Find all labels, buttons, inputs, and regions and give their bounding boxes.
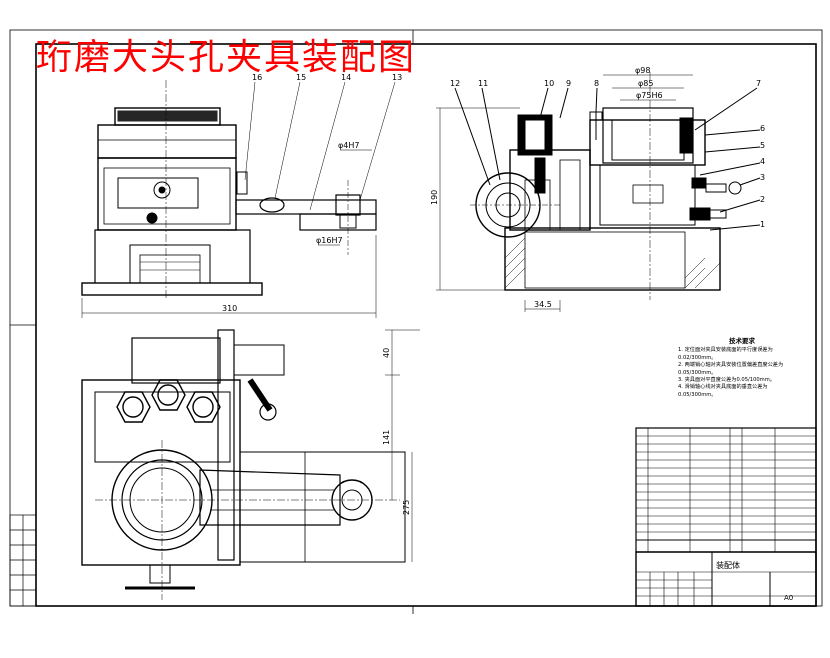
balloon-2: 2 <box>760 195 765 204</box>
dim-34-5: 34.5 <box>534 300 552 309</box>
balloon-5: 5 <box>760 141 765 150</box>
dim-40: 40 <box>382 348 391 358</box>
balloon-7: 7 <box>756 79 761 88</box>
balloon-12: 12 <box>450 79 460 88</box>
dim-310: 310 <box>222 304 237 313</box>
tech-requirements: 技术要求 1. 定位面对夹具安装底面的平行度误差为0.02/300mm。 2. … <box>678 337 806 399</box>
dim-d85: φ85 <box>638 79 653 88</box>
balloon-11: 11 <box>478 79 488 88</box>
tech-item: 2. 两端销心轴对夹具安装位置偏差直度公差为0.05/300mm。 <box>678 362 784 376</box>
revision-table <box>9 514 37 607</box>
balloon-16: 16 <box>252 73 262 82</box>
drawing-border <box>35 43 817 607</box>
dim-141: 141 <box>382 430 391 445</box>
balloon-10: 10 <box>544 79 554 88</box>
title-block-scale: A0 <box>784 594 794 602</box>
title-block-name: 装配体 <box>716 561 740 570</box>
front-view <box>81 80 396 318</box>
dim-275: 275 <box>402 500 411 515</box>
dim-d75: φ75H6 <box>636 91 663 100</box>
tech-item: 4. 滑销轴心线对夹具底面的垂直公差为0.05/300mm。 <box>678 384 768 398</box>
balloon-3: 3 <box>760 173 765 182</box>
tech-item: 1. 定位面对夹具安装底面的平行度误差为0.02/300mm。 <box>678 347 773 361</box>
balloon-1: 1 <box>760 220 765 229</box>
dim-bore-16: φ16H7 <box>316 236 343 245</box>
balloon-4: 4 <box>760 157 765 166</box>
drawing-title: 珩磨大头孔夹具装配图 <box>36 37 417 78</box>
dim-bore-4: φ4H7 <box>338 141 359 150</box>
parts-list <box>635 427 817 553</box>
tech-heading: 技术要求 <box>729 337 755 345</box>
balloon-6: 6 <box>760 124 765 133</box>
dim-190: 190 <box>430 190 439 205</box>
tech-item: 3. 夹具面对平直度公差为0.05/100mm。 <box>678 377 775 384</box>
balloon-14: 14 <box>341 73 351 82</box>
balloon-13: 13 <box>392 73 402 82</box>
plan-view <box>81 329 420 600</box>
side-view <box>436 72 761 312</box>
title-block <box>635 551 817 607</box>
balloon-8: 8 <box>594 79 599 88</box>
dim-d98: φ98 <box>635 66 650 75</box>
balloon-9: 9 <box>566 79 571 88</box>
balloon-15: 15 <box>296 73 306 82</box>
